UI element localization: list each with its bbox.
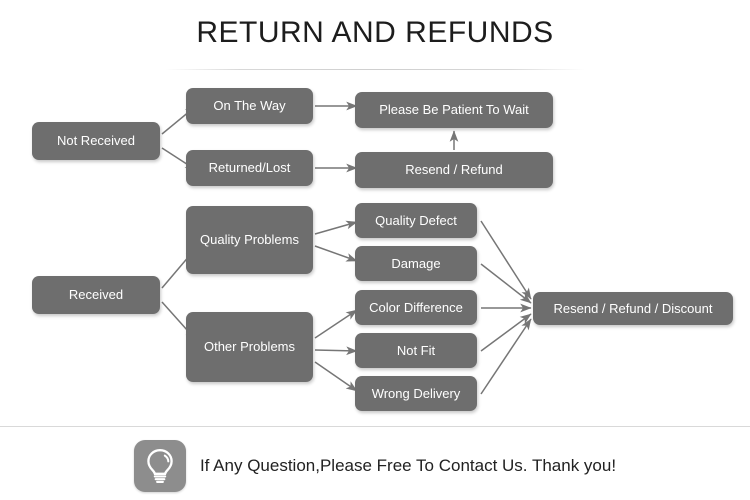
edge-quality-problems-damage [314, 245, 358, 262]
page-title: RETURN AND REFUNDS [196, 16, 554, 49]
node-quality-problems[interactable]: Quality Problems [186, 206, 313, 274]
edge-other-problems-wrong-delivery [314, 361, 358, 392]
edge-wrong-delivery-final [480, 318, 532, 395]
edge-damage-final [480, 263, 532, 304]
edge-not-fit-final [480, 313, 532, 352]
node-color-difference[interactable]: Color Difference [355, 290, 477, 325]
footer-divider [0, 426, 750, 427]
title-divider [165, 69, 585, 70]
node-resend-refund-discount[interactable]: Resend / Refund / Discount [533, 292, 733, 325]
node-other-problems[interactable]: Other Problems [186, 312, 313, 382]
node-wrong-delivery[interactable]: Wrong Delivery [355, 376, 477, 411]
node-on-the-way[interactable]: On The Way [186, 88, 313, 124]
node-damage[interactable]: Damage [355, 246, 477, 281]
edge-quality-problems-quality-defect [314, 220, 358, 235]
node-quality-defect[interactable]: Quality Defect [355, 203, 477, 238]
lightbulb-icon [133, 440, 186, 492]
node-received[interactable]: Received [32, 276, 160, 314]
edge-quality-defect-final [480, 220, 532, 300]
node-please-be-patient-to-wait[interactable]: Please Be Patient To Wait [355, 92, 553, 128]
node-returned-lost[interactable]: Returned/Lost [186, 150, 313, 186]
footer-message: If Any Question,Please Free To Contact U… [199, 456, 617, 475]
node-resend-refund[interactable]: Resend / Refund [355, 152, 553, 188]
edge-other-problems-not-fit [314, 346, 358, 356]
footer-contact-bar: If Any Question,Please Free To Contact U… [0, 436, 750, 496]
node-not-received[interactable]: Not Received [32, 122, 160, 160]
node-not-fit[interactable]: Not Fit [355, 333, 477, 368]
edge-other-problems-color-difference [314, 309, 358, 339]
